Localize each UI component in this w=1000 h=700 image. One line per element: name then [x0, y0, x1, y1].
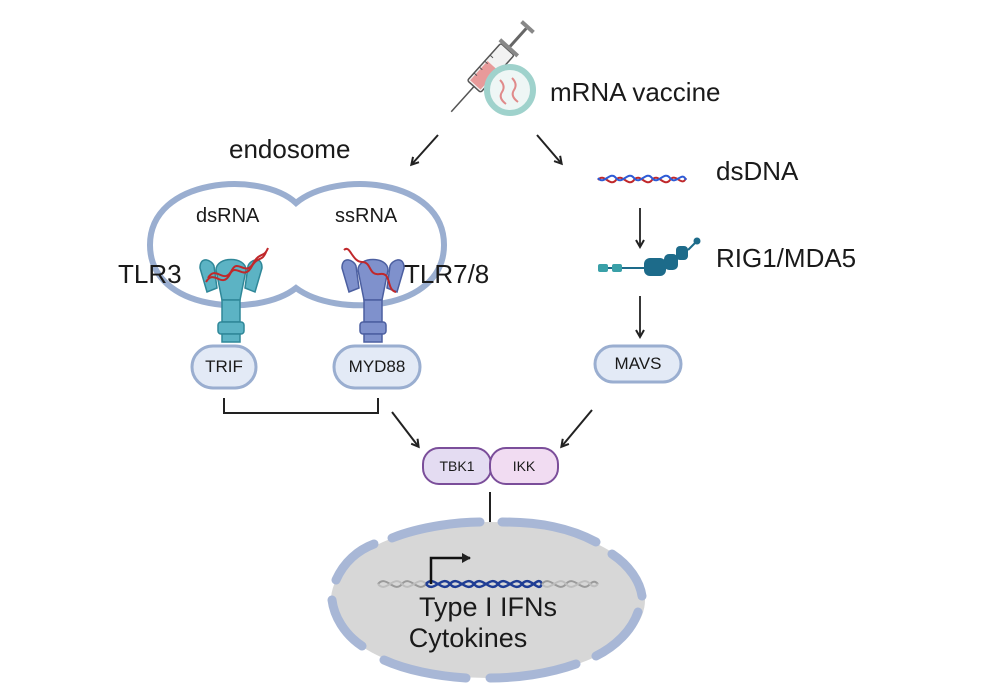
tlr3-label: TLR3	[118, 259, 182, 289]
transcription-start-arrow	[429, 553, 471, 584]
endosome-label: endosome	[229, 134, 351, 164]
nuclear-dna-icon	[377, 579, 599, 589]
myd88-pill	[332, 344, 422, 390]
arrow-to-dsdna	[536, 134, 561, 163]
mrna-vaccine-label: mRNA vaccine	[550, 77, 721, 107]
ikk-pill	[489, 447, 559, 485]
syringe-icon	[450, 20, 535, 113]
ssrna-label: ssRNA	[335, 205, 398, 227]
arrow-to-endosome	[412, 134, 439, 164]
trif-myd88-bracket	[223, 398, 379, 414]
dsrna-label: dsRNA	[196, 205, 260, 227]
nucleus	[327, 517, 647, 683]
ikk-label: IKK	[512, 458, 536, 474]
dsdna-icon	[597, 174, 687, 184]
arrow-mavs-to-ikk	[562, 409, 593, 446]
tbk1-label: TBK1	[439, 458, 475, 474]
mavs-pill	[593, 344, 683, 384]
dsdna-label: dsDNA	[716, 156, 799, 186]
endosome-membrane	[146, 181, 448, 309]
trif-label: TRIF	[205, 357, 243, 376]
type-i-ifns-label: Type I IFNs	[418, 592, 558, 622]
myd88-label: MYD88	[348, 357, 406, 376]
rig1-mda5-label: RIG1/MDA5	[716, 243, 857, 273]
trif-pill	[190, 344, 258, 390]
tlr78-label: TLR7/8	[404, 259, 490, 289]
tlr78-receptor-icon	[341, 247, 405, 343]
tlr3-receptor-icon	[199, 247, 269, 343]
arrow-to-tbk1	[391, 411, 418, 446]
lipid-nanoparticle-icon	[484, 64, 536, 116]
rig1-mda5-icon	[598, 237, 701, 276]
cytokines-label: Cytokines	[408, 623, 528, 653]
mavs-label: MAVS	[614, 354, 662, 373]
